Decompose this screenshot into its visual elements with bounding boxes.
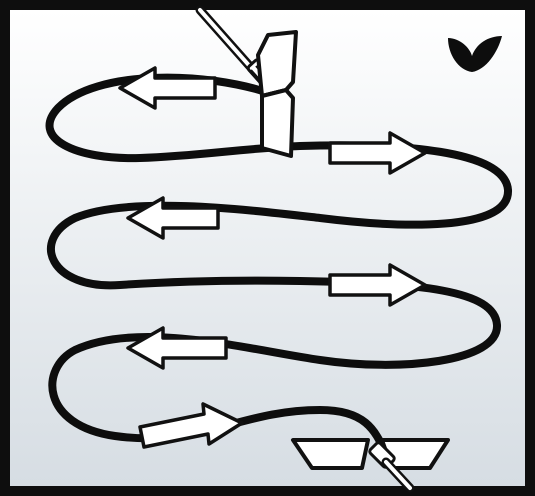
checkmark-icon — [448, 36, 502, 72]
mop-end — [291, 438, 450, 493]
arrow-row1-right — [328, 131, 427, 175]
arrow-row4-right — [138, 402, 244, 449]
arrow-row2-right — [328, 263, 427, 307]
arrow-row3-left — [126, 326, 228, 370]
arrow-row1-left — [118, 66, 217, 110]
arrow-row2-left — [126, 196, 220, 240]
serpentine-path — [45, 73, 513, 456]
mop-start — [195, 5, 298, 158]
